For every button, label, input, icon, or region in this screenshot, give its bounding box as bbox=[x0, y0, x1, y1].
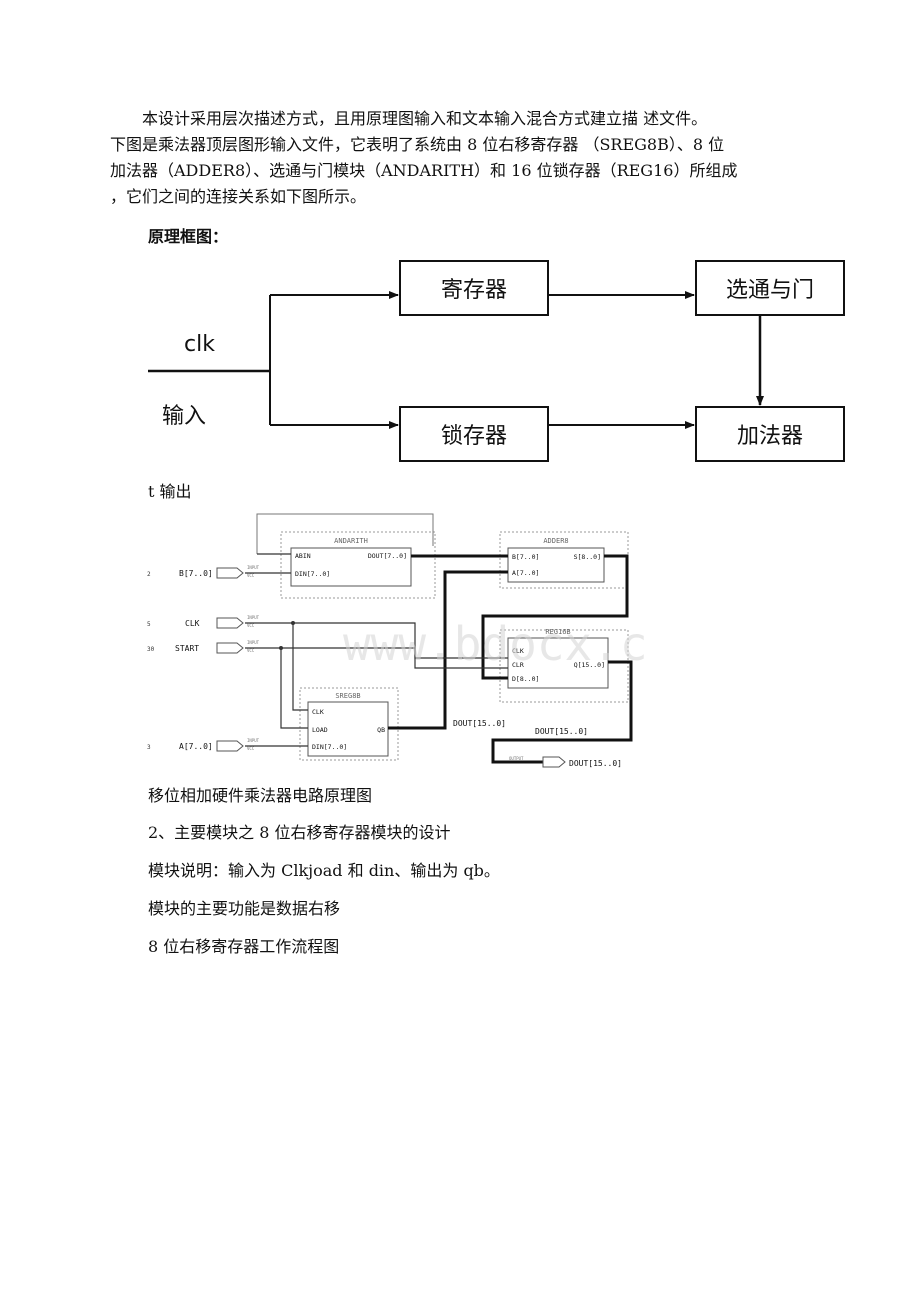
dout-net-label-1: DOUT[15..0] bbox=[453, 719, 506, 728]
input-pin-start: 30 START INPUT VCC bbox=[147, 640, 260, 654]
svg-text:D[8..0]: D[8..0] bbox=[512, 675, 539, 683]
svg-text:OUTPUT: OUTPUT bbox=[509, 756, 524, 761]
svg-text:DIN[7..0]: DIN[7..0] bbox=[312, 743, 347, 751]
svg-text:QB: QB bbox=[377, 726, 385, 734]
svg-text:VCC: VCC bbox=[247, 648, 255, 653]
svg-text:3: 3 bbox=[147, 744, 151, 751]
svg-text:B[7..0]: B[7..0] bbox=[179, 569, 213, 578]
svg-text:A[7..0]: A[7..0] bbox=[512, 569, 539, 577]
svg-text:ANDARITH: ANDARITH bbox=[334, 537, 368, 545]
intro-paragraph: 本设计采用层次描述方式，且用原理图输入和文本输入混合方式建立描 述文件。 下图是… bbox=[110, 106, 810, 210]
module-function: 模块的主要功能是数据右移 bbox=[148, 899, 341, 918]
svg-text:INPUT: INPUT bbox=[247, 738, 260, 743]
output-fragment-text: t 输出 bbox=[148, 482, 192, 501]
svg-text:VCC: VCC bbox=[247, 746, 255, 751]
svg-text:CLK: CLK bbox=[312, 708, 324, 716]
intro-line-2: 下图是乘法器顶层图形输入文件，它表明了系统由 8 位右移寄存器 （SREG8B）… bbox=[110, 135, 725, 154]
svg-text:VCC: VCC bbox=[247, 623, 255, 628]
svg-text:Q[15..0]: Q[15..0] bbox=[574, 661, 605, 669]
dout-net-label-2: DOUT[15..0] bbox=[535, 727, 588, 736]
schematic-caption: 移位相加硬件乘法器电路原理图 bbox=[148, 786, 373, 805]
input-pin-clk: 5 CLK INPUT VCC bbox=[147, 615, 260, 629]
adder8-block bbox=[507, 547, 605, 583]
block-diagram: clk 输入 寄存器 选通与门 锁存器 加法器 bbox=[148, 260, 845, 462]
latch-block bbox=[399, 406, 549, 462]
svg-text:CLR: CLR bbox=[512, 661, 524, 669]
input-pin-b: 2 B[7..0] INPUT VCC bbox=[147, 565, 260, 579]
output-pin-dout: OUTPUT DOUT[15..0] bbox=[509, 756, 622, 768]
svg-text:A[7..0]: A[7..0] bbox=[179, 742, 213, 751]
svg-text:START: START bbox=[175, 644, 199, 653]
flowchart-title: 8 位右移寄存器工作流程图 bbox=[148, 937, 340, 956]
svg-text:INPUT: INPUT bbox=[247, 640, 260, 645]
adder-block bbox=[695, 406, 845, 462]
clk-label: clk bbox=[184, 332, 215, 357]
svg-text:DIN[7..0]: DIN[7..0] bbox=[295, 570, 330, 578]
section-title: 2、主要模块之 8 位右移寄存器模块的设计 bbox=[148, 823, 451, 842]
svg-text:30: 30 bbox=[147, 646, 155, 653]
svg-text:CLK: CLK bbox=[512, 647, 524, 655]
svg-text:INPUT: INPUT bbox=[247, 565, 260, 570]
svg-text:VCC: VCC bbox=[247, 573, 255, 578]
input-label: 输入 bbox=[162, 404, 206, 429]
svg-text:2: 2 bbox=[147, 571, 151, 578]
svg-text:LOAD: LOAD bbox=[312, 726, 328, 734]
latch-label: 锁存器 bbox=[441, 424, 507, 449]
sreg8b-block bbox=[307, 701, 389, 757]
svg-text:ADDER8: ADDER8 bbox=[543, 537, 568, 545]
svg-text:REG16B: REG16B bbox=[545, 628, 570, 636]
adder-label: 加法器 bbox=[737, 424, 803, 449]
svg-text:5: 5 bbox=[147, 621, 151, 628]
block-diagram-heading: 原理框图： bbox=[148, 227, 229, 246]
andarith-block bbox=[290, 547, 412, 587]
svg-text:INPUT: INPUT bbox=[247, 615, 260, 620]
svg-text:B[7..0]: B[7..0] bbox=[512, 553, 539, 561]
gate-label: 选通与门 bbox=[726, 278, 814, 303]
svg-text:DOUT[15..0]: DOUT[15..0] bbox=[569, 759, 622, 768]
module-description: 模块说明：输入为 Clkjoad 和 din、输出为 qb。 bbox=[148, 861, 500, 880]
register-label: 寄存器 bbox=[441, 278, 507, 303]
input-pin-a: 3 A[7..0] INPUT VCC bbox=[147, 738, 260, 752]
svg-text:DOUT[7..0]: DOUT[7..0] bbox=[368, 552, 407, 560]
svg-text:SREG8B: SREG8B bbox=[335, 692, 360, 700]
register-block bbox=[399, 260, 549, 316]
intro-line-4: ，它们之间的连接关系如下图所示。 bbox=[110, 187, 367, 206]
intro-line-3: 加法器（ADDER8）、选通与门模块（ANDARITH）和 16 位锁存器（RE… bbox=[110, 161, 738, 180]
svg-text:ABIN: ABIN bbox=[295, 552, 311, 560]
watermark: www.bdocx.com bbox=[343, 617, 645, 671]
svg-text:CLK: CLK bbox=[185, 619, 200, 628]
gate-block bbox=[695, 260, 845, 316]
svg-text:S[8..0]: S[8..0] bbox=[574, 553, 601, 561]
intro-line-1: 本设计采用层次描述方式，且用原理图输入和文本输入混合方式建立描 述文件。 bbox=[110, 109, 708, 128]
multiplier-schematic: 2 B[7..0] INPUT VCC 5 CLK INPUT VCC 30 S… bbox=[147, 513, 645, 768]
